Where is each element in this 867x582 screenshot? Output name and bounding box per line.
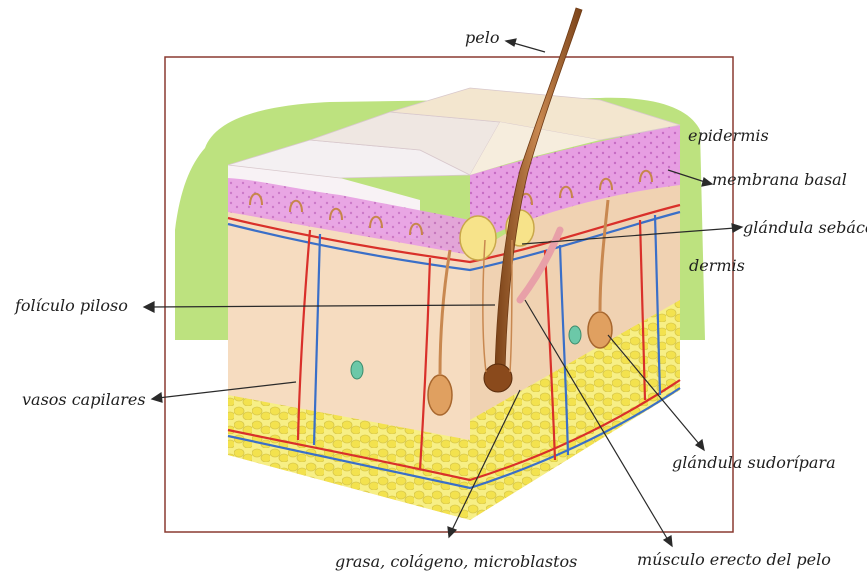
label-grasa-colageno: grasa, colágeno, microblastos <box>335 554 577 570</box>
label-musculo-erecto: músculo erecto del pelo <box>637 552 831 568</box>
label-membrana-basal: membrana basal <box>712 172 847 188</box>
label-pelo: pelo <box>465 30 499 46</box>
label-vasos-capilares: vasos capilares <box>22 392 146 408</box>
label-dermis: dermis <box>689 258 745 274</box>
label-glandula-sudoripara: glándula sudorípara <box>672 455 836 471</box>
label-epidermis: epidermis <box>688 128 769 144</box>
hair-bulb <box>484 364 512 392</box>
label-foliculo-piloso: folículo piloso <box>15 298 128 314</box>
label-glandula-sebacea: glándula sebácea <box>743 220 867 236</box>
